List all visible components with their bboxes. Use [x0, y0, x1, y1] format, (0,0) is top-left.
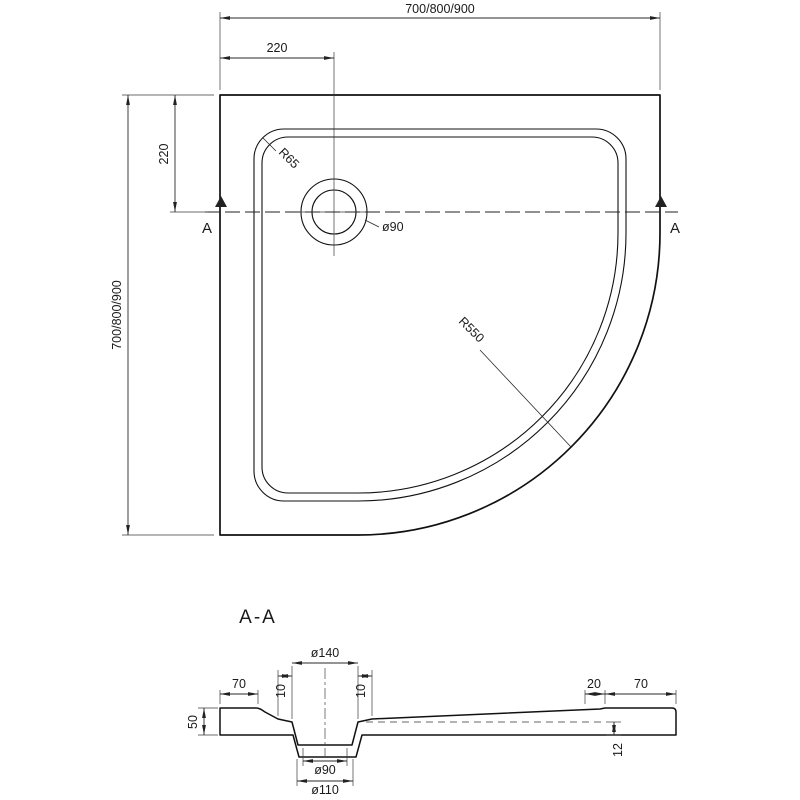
corner-radius-inner-label: R65: [276, 145, 302, 171]
tray-outer-outline: [219, 94, 661, 536]
dim-rim-step-right-label: 20: [587, 677, 601, 691]
leader-line-r65: [262, 137, 277, 152]
dim-overall-width-label: 700/800/900: [405, 2, 475, 16]
dim-drain-hole-diameter-label: ø90: [314, 763, 336, 777]
tray-rim-inner-contour: [261, 136, 619, 494]
dim-overall-height-label: 700/800/900: [110, 280, 124, 350]
leader-line-drain: [364, 219, 380, 228]
top-view: A A 700/800/900 220 220 700/800/900 R65 …: [110, 2, 680, 536]
tray-rim-outer-contour: [253, 128, 627, 502]
section-arrow-left: [215, 196, 227, 207]
dim-base-thickness-right-label: 12: [611, 743, 625, 757]
section-arrow-right: [655, 196, 667, 207]
leader-line-r550: [479, 349, 572, 448]
corner-radius-outer-label: R550: [456, 314, 487, 345]
section-view: A-A ø140 10 10 70 20 70 5: [186, 607, 677, 797]
section-label-right: A: [670, 220, 680, 237]
dim-sump-clearance-right-label: 10: [354, 684, 368, 698]
dim-sump-top-diameter-label: ø140: [311, 646, 340, 660]
drain-diameter-label: ø90: [382, 220, 404, 234]
tray-section-profile: [219, 707, 677, 758]
dim-rim-width-right-label: 70: [634, 677, 648, 691]
section-label-left: A: [202, 220, 212, 237]
dim-drain-offset-horizontal-label: 220: [267, 41, 288, 55]
section-title: A-A: [239, 607, 277, 628]
dim-edge-height-left-label: 50: [186, 715, 200, 729]
dim-sump-clearance-left-label: 10: [274, 684, 288, 698]
dim-rim-width-left-label: 70: [232, 677, 246, 691]
dim-drain-flange-diameter-label: ø110: [311, 783, 339, 797]
dim-drain-offset-vertical-label: 220: [157, 144, 171, 165]
